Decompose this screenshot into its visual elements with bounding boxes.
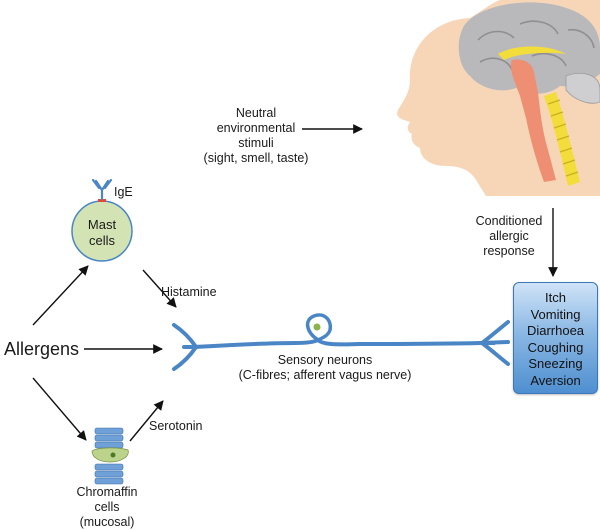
- mast-cell: [71, 199, 133, 262]
- symptom-item: Sneezing: [528, 356, 583, 371]
- arrow-allergens-to-mast: [32, 265, 89, 326]
- ige-label: IgE: [114, 185, 133, 199]
- symptom-item: Vomiting: [530, 306, 581, 322]
- arrow-mast-to-neurons: [142, 269, 177, 308]
- chromaffin-cells-icon: [91, 427, 129, 485]
- symptoms-box: Itch Vomiting Diarrhoea Coughing Sneezin…: [513, 282, 598, 394]
- histamine-label: Histamine: [161, 285, 217, 299]
- antibody-y-icon: [91, 178, 113, 201]
- symptom-item: Diarrhoea: [526, 323, 585, 338]
- allergens-label: Allergens: [4, 339, 80, 359]
- symptom-list: Itch Vomiting Diarrhoea Coughing Sneezin…: [514, 290, 597, 389]
- head-brain-icon: [397, 0, 600, 196]
- arrow-chromaffin-to-neurons: [129, 400, 164, 442]
- cerebellum: [565, 73, 600, 104]
- serotonin-label: Serotonin: [149, 419, 203, 433]
- conditioned-response-label: Conditioned allergic response: [475, 214, 543, 258]
- symptom-item: Aversion: [530, 372, 581, 388]
- symptom-item: Coughing: [527, 339, 584, 355]
- arrow-allergens-to-chromaffin: [32, 377, 87, 441]
- chromaffin-cells-label: Chromaffin cells (mucosal): [76, 485, 138, 529]
- neuron-axon: [194, 337, 510, 349]
- symptom-item: Itch: [545, 290, 566, 305]
- neuron-icon: [172, 313, 510, 371]
- corpus-callosum: [498, 46, 566, 60]
- neutral-stimuli-label: Neutral environmental stimuli (sight, sm…: [203, 106, 309, 165]
- brainstem: [510, 59, 556, 182]
- mast-cells-label: Mast cells: [87, 217, 117, 248]
- sensory-neurons-label: Sensory neurons (C-fibres; afferent vagu…: [238, 353, 412, 382]
